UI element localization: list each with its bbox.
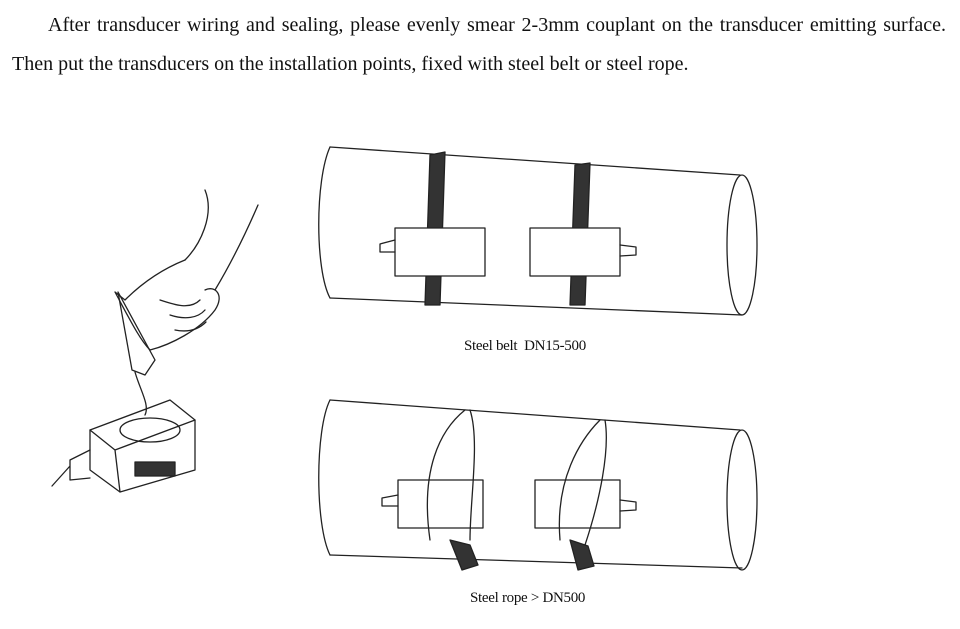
steel-belt-pipe-drawing bbox=[318, 146, 758, 316]
steel-rope-caption: Steel rope > DN500 bbox=[470, 590, 586, 606]
steel-belt-caption: Steel belt DN15-500 bbox=[464, 338, 586, 354]
instruction-paragraph: After transducer wiring and sealing, ple… bbox=[12, 14, 946, 75]
steel-rope-pipe-drawing bbox=[318, 399, 758, 571]
couplant-application-drawing bbox=[51, 189, 259, 493]
